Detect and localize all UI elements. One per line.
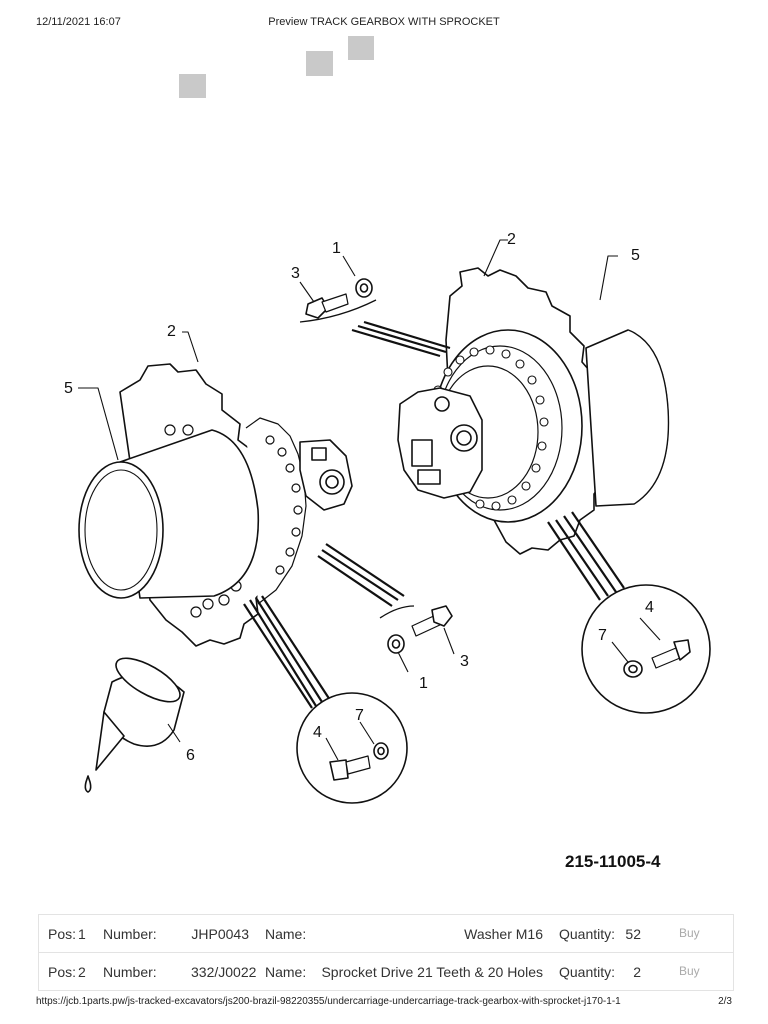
buy-button[interactable]: Buy (679, 964, 700, 978)
callout-3-lower: 3 (460, 653, 469, 670)
right-gearbox-assembly (397, 267, 670, 555)
placeholder-square (348, 36, 374, 60)
left-gearbox-assembly (78, 363, 353, 647)
callout-6: 6 (186, 747, 195, 764)
print-date: 12/11/2021 16:07 (36, 16, 121, 28)
part-number: 332/J0022 (191, 964, 257, 980)
quantity-value: 2 (633, 964, 641, 980)
callout-leaders (78, 239, 661, 761)
callout-labels: 1 3 2 5 2 5 4 7 1 3 6 4 7 (64, 231, 654, 764)
callout-2-upper: 2 (507, 231, 516, 248)
drawing-number: 215-11005-4 (565, 852, 661, 871)
callout-5-upper: 5 (631, 247, 640, 264)
number-label: Number: (103, 926, 157, 942)
part-row: Pos: 1 Number: JHP0043 Name: Washer M16 … (39, 915, 733, 953)
page-url[interactable]: https://jcb.1parts.pw/js-tracked-excavat… (36, 996, 621, 1007)
part-number: JHP0043 (191, 926, 249, 942)
quantity-label: Quantity: (559, 926, 616, 942)
upper-fastener-detail (299, 278, 377, 323)
callout-7-lower: 7 (355, 707, 364, 724)
callout-2-left: 2 (167, 323, 176, 340)
left-hub-drum (78, 429, 260, 599)
lower-fastener-detail (379, 605, 453, 654)
name-label: Name: (265, 926, 307, 942)
pos-label: Pos: (48, 926, 77, 942)
placeholder-square (179, 74, 206, 98)
buy-button[interactable]: Buy (679, 926, 700, 940)
exploded-parts-diagram: 1 3 2 5 2 5 4 7 1 3 6 4 7 (64, 231, 711, 804)
callout-5-left: 5 (64, 380, 73, 397)
page-counter: 2/3 (718, 996, 732, 1007)
part-row: Pos: 2 Number: 332/J0022 Name: Sprocket … (39, 953, 733, 991)
detail-circle-right (581, 584, 711, 714)
right-motor-block (397, 387, 483, 499)
callout-1-upper: 1 (332, 240, 341, 257)
number-label: Number: (103, 964, 157, 980)
callout-4-lower: 4 (313, 724, 322, 741)
callout-1-lower: 1 (419, 675, 428, 692)
detail-circle-lower (296, 692, 408, 804)
callout-3-upper: 3 (291, 265, 300, 282)
parts-table: Pos: 1 Number: JHP0043 Name: Washer M16 … (38, 914, 734, 991)
sealant-tube (84, 657, 185, 793)
name-label: Name: (265, 964, 307, 980)
page-title: Preview TRACK GEARBOX WITH SPROCKET (268, 16, 500, 28)
quantity-value: 52 (625, 926, 641, 942)
part-name: Sprocket Drive 21 Teeth & 20 Holes (321, 964, 543, 980)
placeholder-square (306, 51, 333, 76)
right-hub-drum (585, 329, 670, 507)
pos-value: 2 (78, 964, 86, 980)
quantity-label: Quantity: (559, 964, 616, 980)
pos-label: Pos: (48, 964, 77, 980)
callout-4-right: 4 (645, 599, 654, 616)
callout-7-right: 7 (598, 627, 607, 644)
left-motor-block (299, 439, 353, 511)
leader-lines (243, 320, 625, 709)
part-name: Washer M16 (464, 926, 543, 942)
pos-value: 1 (78, 926, 86, 942)
